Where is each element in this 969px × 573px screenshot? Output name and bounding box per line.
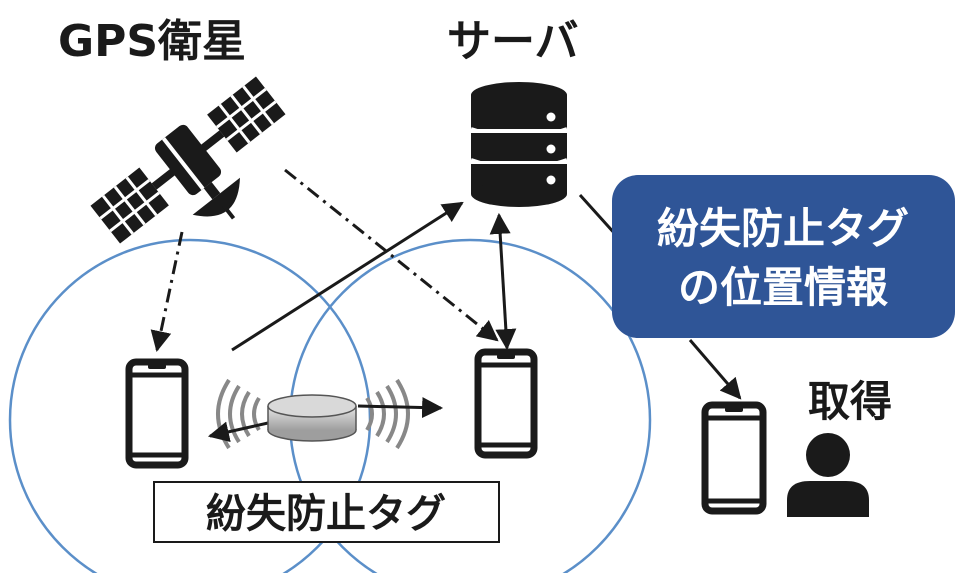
tag-device-icon xyxy=(267,394,357,442)
smartphone-icon xyxy=(474,348,538,459)
info-box-line-1: 紛失防止タグ xyxy=(657,204,909,253)
server-icon xyxy=(470,82,568,207)
satellite-link-left xyxy=(150,231,184,353)
server-label: サーバ xyxy=(447,16,579,67)
tag-signal-arrow-right xyxy=(357,397,444,419)
tag-location-info-box xyxy=(612,175,955,338)
info-box-line-2: の位置情報 xyxy=(678,263,888,312)
tag-label-box xyxy=(153,481,500,543)
acquire-label: 取得 xyxy=(808,377,892,426)
person-icon xyxy=(787,433,869,517)
tag-label: 紛失防止タグ xyxy=(206,491,446,537)
tag-signal-arrow-left xyxy=(207,421,269,443)
smartphone-icon xyxy=(701,401,767,515)
satellite-icon xyxy=(90,76,286,244)
gps-satellite-label: GPS衛星 xyxy=(58,16,246,67)
smartphone-icon xyxy=(125,358,189,469)
info-to-phone-arrow xyxy=(688,339,742,400)
satellite-link-right xyxy=(284,168,499,342)
phone-server-arrow xyxy=(489,212,517,351)
phone-to-server-arrow xyxy=(231,201,464,352)
radio-waves-icon xyxy=(365,378,410,450)
radio-waves-icon xyxy=(216,378,261,450)
